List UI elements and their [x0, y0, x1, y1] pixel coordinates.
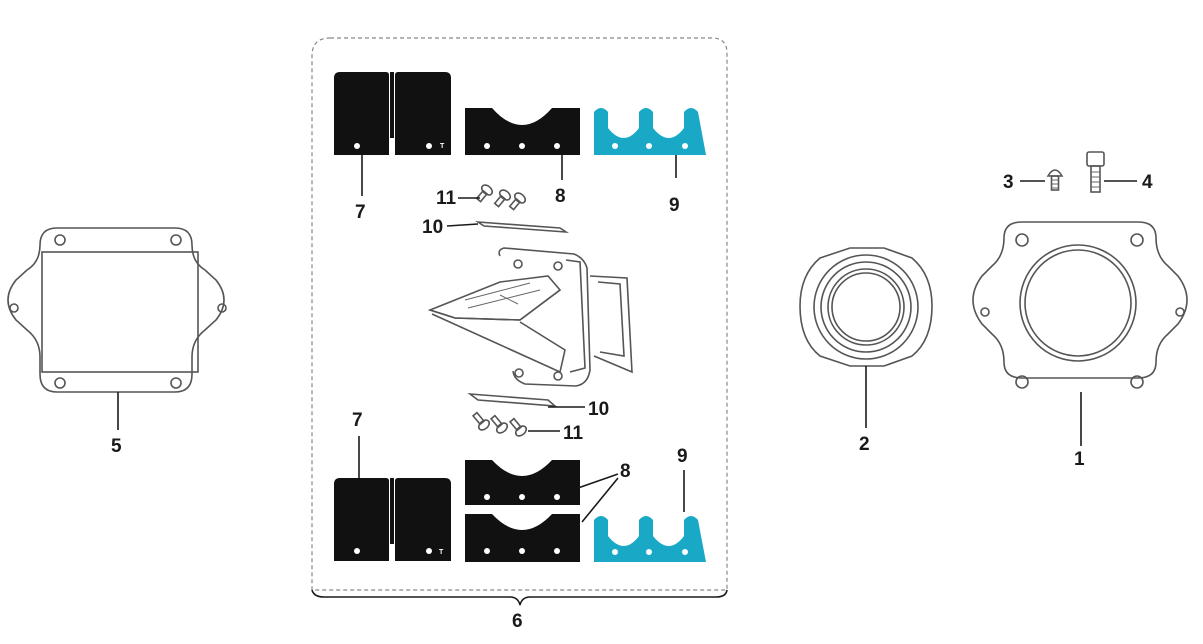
- gasket-strip-top: [446, 220, 569, 234]
- callout-9-bottom: 9: [677, 446, 688, 467]
- spacer-cyan-top: [594, 108, 706, 178]
- callout-3: 3: [1003, 172, 1014, 193]
- callout-6: 6: [512, 611, 523, 632]
- reed-petals-bottom: T: [334, 436, 451, 561]
- callout-7-bottom: 7: [352, 410, 363, 431]
- callout-4: 4: [1142, 172, 1153, 193]
- callout-2: 2: [859, 434, 870, 455]
- screws-top: [458, 184, 527, 211]
- callout-8-bottom: 8: [620, 461, 631, 482]
- screws-bottom: [471, 411, 560, 437]
- reed-kit-box: [311, 37, 728, 606]
- socket-screw-part-4: [1086, 151, 1137, 193]
- callout-9-top: 9: [669, 195, 680, 216]
- reed-petals-top: T: [334, 72, 451, 196]
- callout-10-bottom: 10: [588, 399, 609, 420]
- button-screw-part-3: [1020, 169, 1064, 191]
- callout-8-top: 8: [555, 186, 566, 207]
- callout-11-bottom: 11: [563, 423, 584, 444]
- callout-11-top: 11: [436, 188, 457, 209]
- reed-valve-body: [427, 247, 633, 387]
- callout-7-top: 7: [355, 202, 366, 223]
- reed-mark-top: T: [440, 143, 445, 150]
- gasket-part-5: [7, 227, 227, 430]
- flange-part-1: [972, 221, 1188, 446]
- callout-10-top: 10: [422, 217, 443, 238]
- intake-ring-part-2: [799, 247, 933, 428]
- callout-1: 1: [1074, 449, 1085, 470]
- callout-5: 5: [111, 436, 122, 457]
- stopper-plate-top: [465, 108, 580, 180]
- gasket-strip-bottom: [467, 392, 585, 408]
- reed-mark-bottom: T: [439, 549, 444, 556]
- spacer-cyan-bottom: [594, 470, 706, 562]
- stopper-plates-bottom: [465, 460, 619, 562]
